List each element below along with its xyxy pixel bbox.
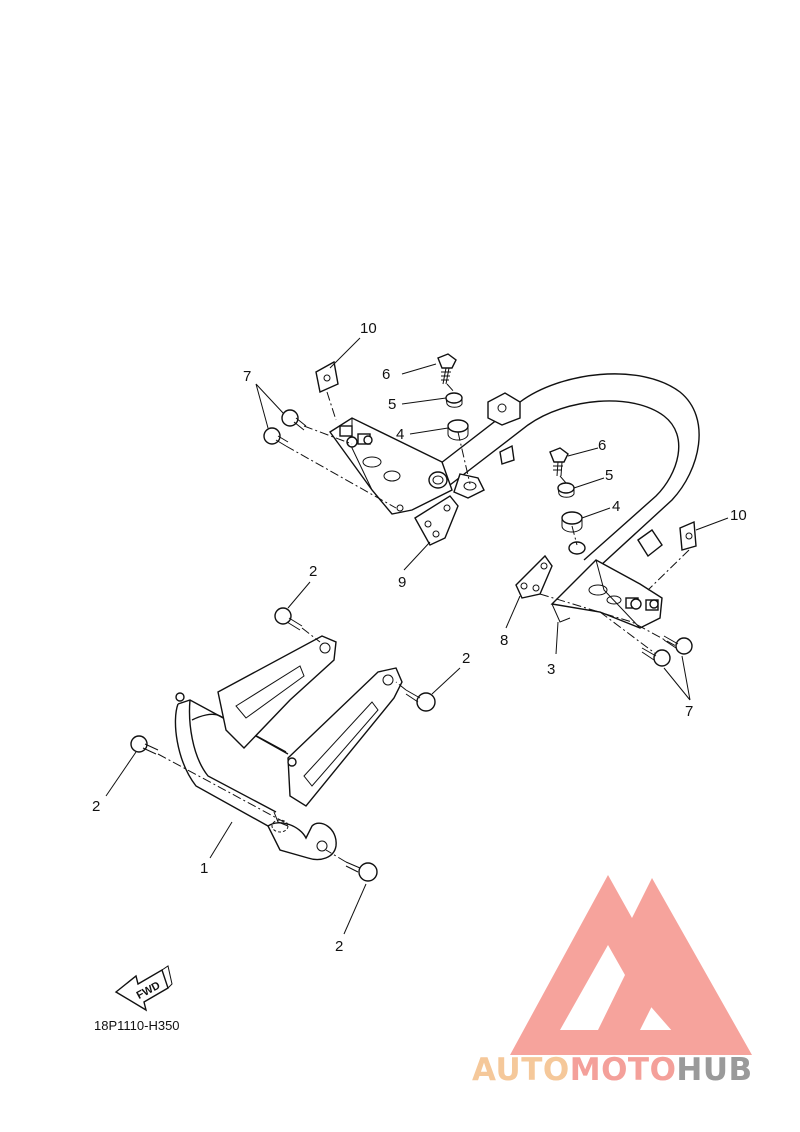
- callout-9: 9: [398, 574, 406, 591]
- watermark-triangle-icon: [510, 875, 752, 1055]
- alignment-lines-upper: [285, 383, 690, 655]
- alignment-lines-lower: [157, 627, 407, 863]
- plate-part-8: [515, 554, 553, 599]
- callout-8: 8: [500, 632, 508, 649]
- callout-3: 3: [547, 661, 555, 678]
- callout-2-top: 2: [309, 563, 317, 580]
- bolt-part-6-left: [437, 353, 457, 385]
- watermark-moto: MOTO: [570, 1052, 677, 1088]
- callout-2-bottom: 2: [335, 938, 343, 955]
- grab-bar-part-3: [328, 373, 700, 629]
- bolt-part-2-right: [405, 689, 436, 712]
- callout-7-left: 7: [243, 368, 251, 385]
- callout-6-right: 6: [598, 437, 606, 454]
- clip-nut-part-10-left: [315, 360, 339, 393]
- callout-5-left: 5: [388, 396, 396, 413]
- watermark-auto: AUTO: [472, 1052, 570, 1088]
- damper-part-4-right: [561, 511, 583, 533]
- bolt-part-2-top: [274, 607, 303, 631]
- damper-part-4-left: [447, 419, 469, 441]
- callout-2-right: 2: [462, 650, 470, 667]
- leader-lines: [105, 337, 729, 935]
- collar-part-5-right: [557, 482, 575, 498]
- callout-numbers: 10 6 5 4 7 9 6 5 4 10 8 3 7 2 2 2 1 2: [92, 320, 747, 955]
- bracket-part-1: [174, 635, 403, 861]
- diagram-code: 18P1110-H350: [94, 1018, 180, 1033]
- bolt-part-2-bottom: [345, 861, 378, 882]
- callout-2-left: 2: [92, 798, 100, 815]
- callout-4-left: 4: [396, 426, 404, 443]
- fwd-arrow: FWD: [114, 965, 173, 1012]
- bolts-part-7-left: [263, 409, 307, 447]
- callout-7-right: 7: [685, 703, 693, 720]
- callout-5-right: 5: [605, 467, 613, 484]
- plate-part-9: [414, 495, 459, 546]
- callout-4-right: 4: [612, 498, 620, 515]
- watermark-logo: AUTOMOTOHUB: [472, 875, 753, 1088]
- clip-nut-part-10-right: [637, 520, 697, 558]
- callout-1: 1: [200, 860, 208, 877]
- collar-part-5-left: [445, 392, 463, 408]
- bolts-part-7-right: [641, 635, 693, 667]
- callout-6-left: 6: [382, 366, 390, 383]
- watermark-hub: HUB: [676, 1052, 752, 1088]
- watermark-text: AUTOMOTOHUB: [472, 1052, 753, 1088]
- callout-10-left: 10: [360, 320, 377, 337]
- callout-10-right: 10: [730, 507, 747, 524]
- bolt-part-2-left: [130, 735, 159, 755]
- fwd-arrow-icon: [114, 968, 169, 1012]
- bolt-part-6-right: [549, 447, 569, 477]
